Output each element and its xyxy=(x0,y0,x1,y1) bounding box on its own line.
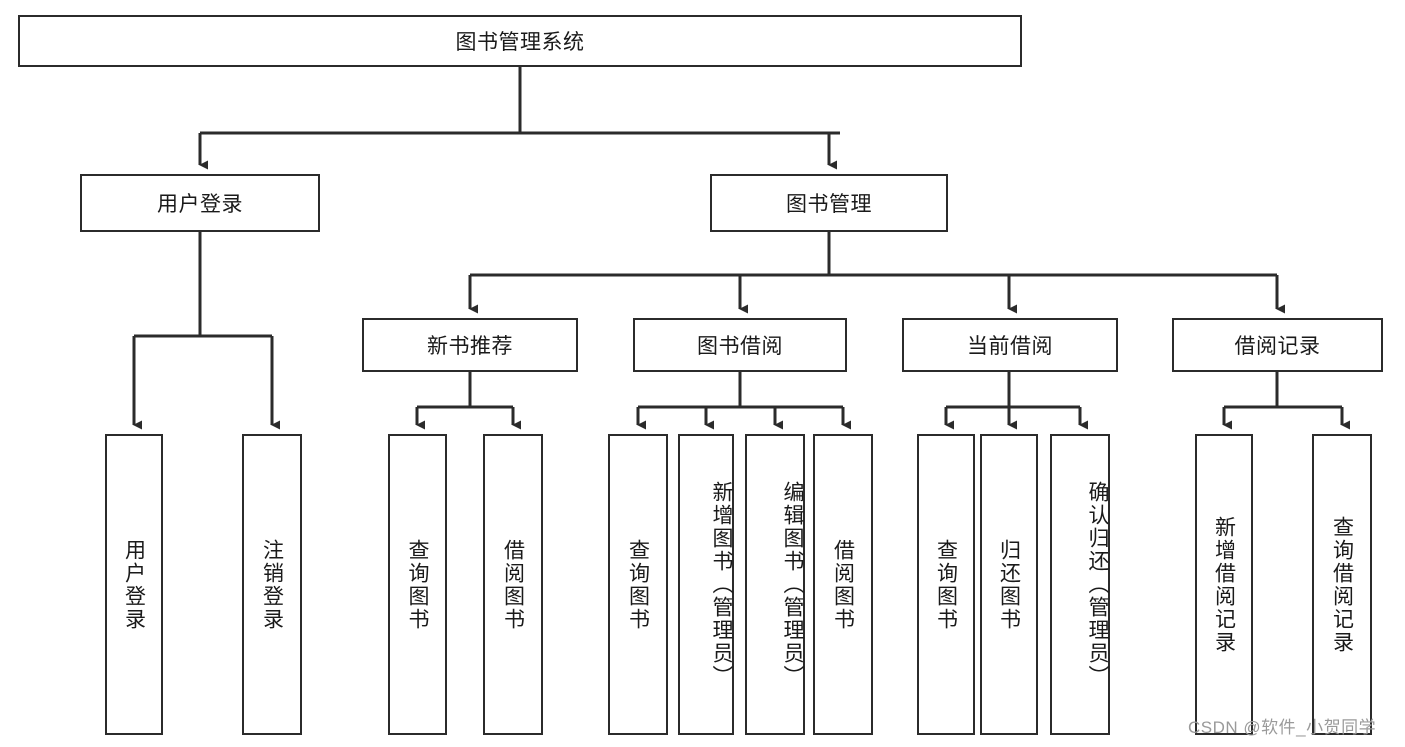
node-root[interactable]: 图书管理系统 xyxy=(18,15,1022,67)
node-leaf-user-login[interactable]: 用户登录 xyxy=(105,434,163,735)
node-label: 查询图书 xyxy=(626,538,650,631)
node-leaf-borrow-book[interactable]: 借阅图书 xyxy=(813,434,873,735)
node-leaf-return-book[interactable]: 归还图书 xyxy=(980,434,1038,735)
node-leaf-add-borrow-record[interactable]: 新增借阅记录 xyxy=(1195,434,1253,735)
node-label: 编辑图书（管理员） xyxy=(781,481,804,688)
node-label: 用户登录 xyxy=(122,538,146,631)
node-leaf-borrow-book-rec[interactable]: 借阅图书 xyxy=(483,434,543,735)
node-label: 归还图书 xyxy=(997,538,1021,631)
node-leaf-confirm-return-admin[interactable]: 确认归还（管理员） xyxy=(1050,434,1110,735)
node-leaf-add-book-admin[interactable]: 新增图书（管理员） xyxy=(678,434,734,735)
node-leaf-query-book-current[interactable]: 查询图书 xyxy=(917,434,975,735)
node-new-book-recommend[interactable]: 新书推荐 xyxy=(362,318,578,372)
node-label: 图书借阅 xyxy=(697,335,783,358)
node-leaf-query-book-rec[interactable]: 查询图书 xyxy=(388,434,447,735)
node-book-manage[interactable]: 图书管理 xyxy=(710,174,948,232)
node-label: 用户登录 xyxy=(157,193,243,216)
node-label: 查询借阅记录 xyxy=(1330,515,1354,654)
node-label: 新书推荐 xyxy=(427,335,513,358)
node-leaf-query-book-borrow[interactable]: 查询图书 xyxy=(608,434,668,735)
node-label: 查询图书 xyxy=(934,538,958,631)
node-label: 确认归还（管理员） xyxy=(1086,481,1109,688)
node-label: 借阅记录 xyxy=(1234,335,1321,358)
node-label: 图书管理系统 xyxy=(455,31,585,54)
node-label: 注销登录 xyxy=(260,538,284,631)
node-leaf-user-logout[interactable]: 注销登录 xyxy=(242,434,302,735)
node-book-borrow[interactable]: 图书借阅 xyxy=(633,318,847,372)
node-label: 新增图书（管理员） xyxy=(710,481,733,688)
node-label: 借阅图书 xyxy=(831,538,855,631)
node-label: 图书管理 xyxy=(786,193,872,216)
node-leaf-edit-book-admin[interactable]: 编辑图书（管理员） xyxy=(745,434,805,735)
watermark-text: CSDN @软件_小贺同学 xyxy=(1188,718,1377,737)
node-borrow-record[interactable]: 借阅记录 xyxy=(1172,318,1383,372)
node-label: 查询图书 xyxy=(406,538,429,631)
node-label: 新增借阅记录 xyxy=(1212,515,1236,654)
node-user-login[interactable]: 用户登录 xyxy=(80,174,320,232)
node-leaf-query-borrow-record[interactable]: 查询借阅记录 xyxy=(1312,434,1372,735)
node-label: 借阅图书 xyxy=(501,538,525,631)
node-label: 当前借阅 xyxy=(967,335,1053,358)
node-current-borrow[interactable]: 当前借阅 xyxy=(902,318,1118,372)
